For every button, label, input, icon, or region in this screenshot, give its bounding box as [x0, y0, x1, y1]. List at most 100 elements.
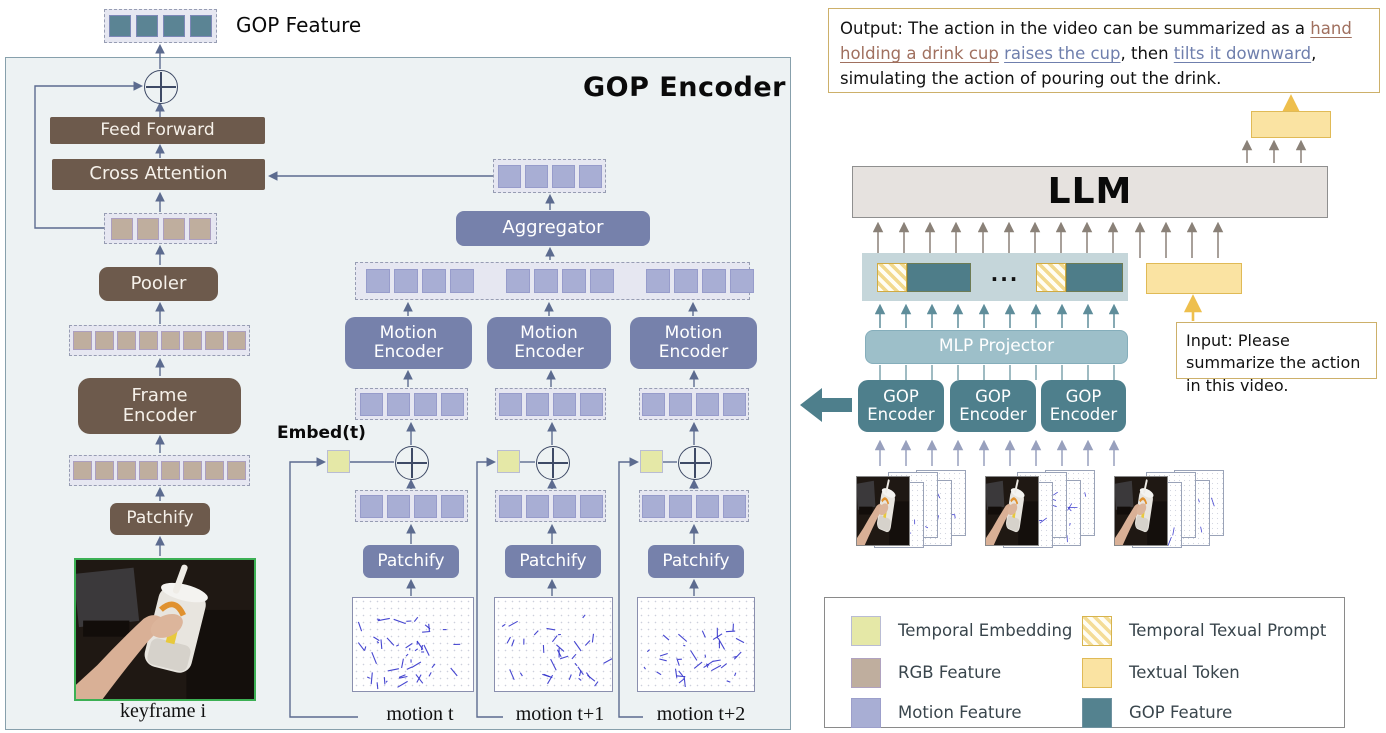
frame-encoder-block: Frame Encoder — [78, 378, 241, 434]
textual-token-box — [1146, 263, 1242, 294]
motion-encoder-block-2: Motion Encoder — [487, 317, 611, 369]
rgb-token — [183, 331, 202, 350]
motion-token-strip — [639, 388, 749, 420]
rgb-token — [162, 217, 185, 240]
motion-token — [394, 269, 418, 293]
gop-token — [190, 15, 212, 37]
gop-encoder-block-1: GOP Encoder — [858, 380, 944, 432]
motion-token — [359, 494, 383, 518]
gop-feature-strip — [104, 9, 217, 43]
rgb-token — [73, 331, 92, 350]
motion-token-group — [366, 269, 474, 293]
motion-token — [525, 494, 549, 518]
output-segment: , simulating the action of pouring out t… — [840, 44, 1317, 89]
output-token-box — [1251, 111, 1331, 138]
output-segment: raises the cup — [1004, 44, 1121, 64]
motion-token — [562, 269, 586, 293]
motion-caption-t2: motion t+2 — [656, 703, 746, 725]
output-text-box: Output: The action in the video can be s… — [828, 8, 1380, 93]
rgb-token — [183, 461, 202, 480]
patchify-block-motion-1: Patchify — [363, 545, 459, 578]
gop-feature-token — [907, 263, 971, 292]
motion-token — [579, 392, 603, 416]
aggregator-block: Aggregator — [456, 211, 650, 246]
motion-token — [386, 392, 410, 416]
rgb-token — [117, 331, 136, 350]
motion-caption-t: motion t — [386, 703, 454, 725]
motion-token-group — [646, 269, 754, 293]
legend-label: Motion Feature — [898, 703, 1022, 722]
rgb-token — [95, 331, 114, 350]
gop-feature-label: GOP Feature — [236, 13, 362, 37]
motion-token — [440, 392, 464, 416]
to-gop-encoder-arrow-icon — [800, 388, 852, 422]
motion-token — [702, 269, 726, 293]
motion-vectors-image-t — [352, 597, 474, 692]
rgb-token — [139, 331, 158, 350]
motion-token — [590, 269, 614, 293]
motion-token — [422, 269, 446, 293]
motion-vectors-image-t2 — [637, 597, 755, 692]
motion-token — [552, 392, 576, 416]
input-text-box: Input: Please summarize the action in th… — [1176, 322, 1377, 395]
temporal-embedding-square — [327, 450, 350, 473]
motion-token — [524, 164, 548, 188]
temporal-embedding-swatch — [851, 616, 881, 646]
keyframe-thumb — [1114, 476, 1168, 546]
mlp-projector-block: MLP Projector — [865, 330, 1128, 364]
motion-token-strip — [355, 490, 468, 522]
patchify-block-motion-3: Patchify — [648, 545, 744, 578]
motion-token — [525, 392, 549, 416]
legend-label: Textual Token — [1129, 663, 1240, 682]
motion-token — [552, 494, 576, 518]
motion-token — [674, 269, 698, 293]
add-op-icon — [536, 446, 570, 480]
motion-token-strip — [639, 490, 749, 522]
output-segment: hand holding a drink cup — [840, 19, 1352, 64]
panel-title: GOP Encoder — [583, 72, 786, 103]
temporal-textual-prompt-token — [877, 263, 907, 292]
temporal-textual-prompt-token — [1036, 263, 1066, 292]
motion-token — [498, 494, 522, 518]
motion-feature-swatch — [851, 698, 881, 728]
motion-token — [440, 494, 464, 518]
motion-token — [730, 269, 754, 293]
embed-t-label: Embed(t) — [277, 423, 366, 443]
motion-token — [669, 494, 692, 518]
motion-token — [696, 392, 719, 416]
output-segment: Output: The action in the video can be s… — [840, 19, 1311, 38]
feed-forward-block: Feed Forward — [50, 117, 265, 144]
legend-label: GOP Feature — [1129, 703, 1233, 722]
textual-token-swatch — [1082, 658, 1112, 688]
legend-label: Temporal Embedding — [898, 621, 1073, 640]
rgb-token — [227, 461, 246, 480]
motion-token — [413, 494, 437, 518]
temporal-embedding-square — [497, 450, 520, 473]
rgb-token — [117, 461, 136, 480]
motion-token — [578, 164, 602, 188]
gop-encoder-block-3: GOP Encoder — [1041, 380, 1126, 432]
rgb-token-strip — [69, 325, 250, 356]
rgb-token — [110, 217, 133, 240]
ellipsis: ... — [990, 262, 1020, 286]
motion-token — [642, 494, 665, 518]
motion-token — [723, 494, 746, 518]
motion-features-strip — [355, 262, 754, 300]
motion-token — [669, 392, 692, 416]
motion-token-strip — [495, 490, 606, 522]
motion-token — [359, 392, 383, 416]
motion-token — [534, 269, 558, 293]
keyframe-thumb — [856, 476, 910, 546]
output-segment: tilts it downward — [1173, 44, 1312, 64]
motion-token — [413, 392, 437, 416]
cross-attention-block: Cross Attention — [52, 159, 265, 190]
patchify-block-frame: Patchify — [110, 503, 210, 535]
motion-token — [498, 392, 522, 416]
rgb-token — [136, 217, 159, 240]
motion-token — [497, 164, 521, 188]
rgb-token — [205, 461, 224, 480]
motion-token — [450, 269, 474, 293]
rgb-token-strip — [104, 213, 217, 244]
motion-token — [646, 269, 670, 293]
rgb-token-strip — [69, 455, 250, 486]
